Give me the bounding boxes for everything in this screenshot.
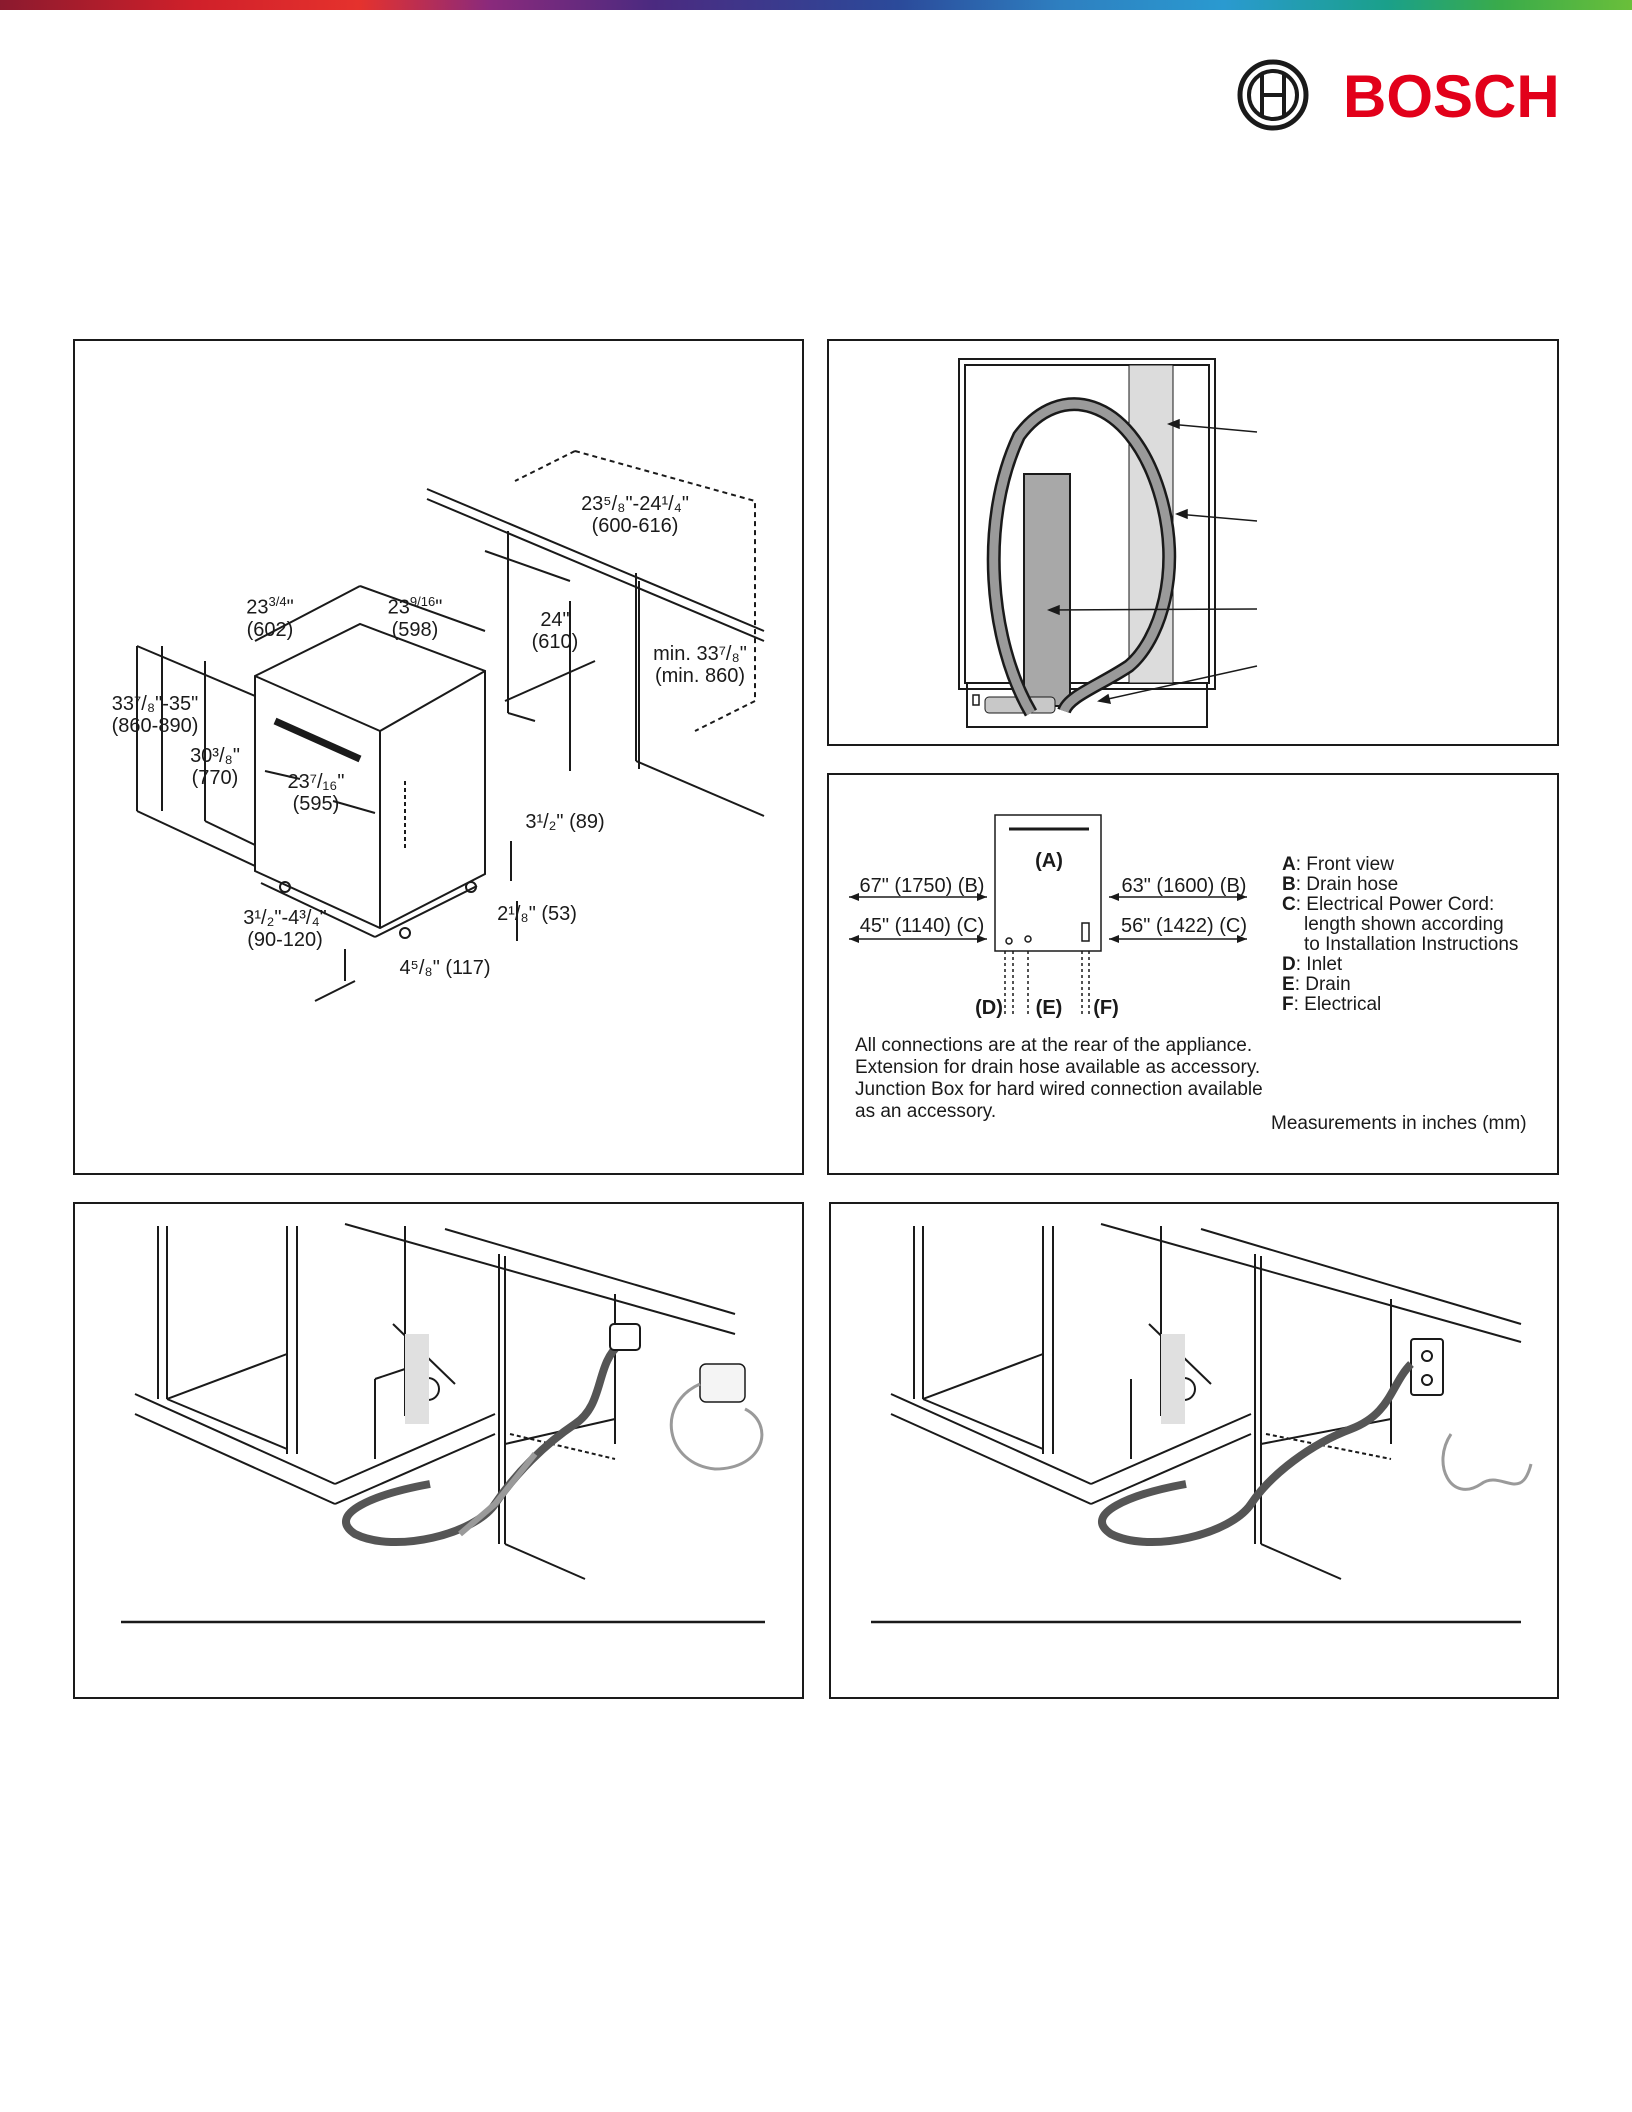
total-height-label: 33⁷/₈"-35" (860-890)	[95, 693, 215, 737]
connection-note: Junction Box for hard wired connection a…	[855, 1079, 1263, 1100]
installation-drawing-left	[121, 1223, 765, 1624]
depth-inner-label: 239/16" (598)	[387, 594, 443, 641]
legend-item: D: Inlet	[1282, 955, 1342, 975]
right-drain-length: 63" (1600) (B)	[1121, 875, 1247, 897]
width-mm: (595)	[292, 793, 340, 815]
connection-note: All connections are at the rear of the a…	[855, 1035, 1253, 1056]
legend-item: to Installation Instructions	[1304, 935, 1518, 955]
front-view-marker: (A)	[1035, 850, 1063, 872]
depth-outer-whole: 23	[246, 596, 269, 619]
depth-inner-whole: 23	[387, 596, 410, 619]
depth-outer-frac: 3/4	[268, 594, 287, 609]
leg-setback-value: 4⁵/₈" (117)	[399, 957, 491, 979]
niche-depth-value: 23⁵/₈"-24¹/₄"	[581, 493, 689, 515]
legend-text: length shown according	[1304, 914, 1504, 935]
legend-item: F: Electrical	[1282, 995, 1381, 1015]
installation-panel-left	[73, 1202, 804, 1699]
installation-panel-right	[829, 1202, 1559, 1699]
toe-height-label: 3¹/₂" (89)	[505, 811, 625, 833]
legend-key: B	[1282, 874, 1296, 895]
connections-diagram	[849, 814, 1247, 1015]
legend-item: length shown according	[1304, 915, 1504, 935]
niche-height-value: min. 33⁷/₈"	[653, 643, 747, 665]
toe-depth-value: 2¹/₈" (53)	[497, 903, 577, 925]
leg-range-value: 3¹/₂"-4³/₄"	[243, 907, 327, 929]
legend-text: to Installation Instructions	[1304, 934, 1519, 955]
niche-depth-label: 23⁵/₈"-24¹/₄" (600-616)	[555, 493, 715, 537]
body-height-label: 30³/₈" (770)	[175, 745, 255, 789]
total-height-mm: (860-890)	[111, 715, 199, 737]
legend-key: D	[1282, 954, 1296, 975]
leg-range-label: 3¹/₂"-4³/₄" (90-120)	[225, 907, 345, 951]
total-height-value: 33⁷/₈"-35"	[111, 693, 199, 715]
depth-outer-label: 233/4" (602)	[246, 594, 294, 641]
width-label: 23⁷/₁₆" (595)	[271, 771, 361, 815]
connection-note: as an accessory.	[855, 1101, 997, 1122]
left-drain-length: 67" (1750) (B)	[859, 875, 985, 897]
legend-text: : Drain	[1294, 974, 1351, 995]
legend-text: : Electrical	[1293, 994, 1382, 1015]
legend-text: : Inlet	[1295, 954, 1343, 975]
niche-height-mm: (min. 860)	[654, 665, 746, 687]
legend-item: B: Drain hose	[1282, 875, 1398, 895]
toe-depth-label: 2¹/₈" (53)	[477, 903, 597, 925]
toe-height-value: 3¹/₂" (89)	[525, 811, 605, 833]
niche-width-label: 24" (610)	[515, 609, 595, 653]
legend-item: E: Drain	[1282, 975, 1351, 995]
installation-drawing-right	[871, 1223, 1533, 1624]
brand-color-bar	[0, 0, 1632, 10]
connection-note: Extension for drain hose available as ac…	[855, 1057, 1261, 1078]
bosch-logo: BOSCH	[1236, 58, 1562, 134]
inlet-marker: (D)	[975, 997, 1003, 1019]
legend-text: : Electrical Power Cord:	[1295, 894, 1495, 915]
niche-height-label: min. 33⁷/₈" (min. 860)	[635, 643, 765, 687]
rear-view-panel	[827, 339, 1559, 746]
legend-key: F	[1282, 994, 1294, 1015]
leg-range-mm: (90-120)	[247, 929, 323, 951]
depth-inner-frac: 9/16	[409, 594, 436, 609]
niche-width-mm: (610)	[531, 631, 579, 653]
leg-setback-label: 4⁵/₈" (117)	[385, 957, 505, 979]
left-cord-length: 45" (1140) (C)	[859, 915, 985, 937]
depth-outer-mm: (602)	[246, 618, 294, 641]
bosch-armature-icon	[1237, 59, 1309, 131]
legend-text: : Front view	[1295, 854, 1394, 875]
legend-key: C	[1282, 894, 1296, 915]
drain-marker: (E)	[1035, 997, 1063, 1019]
connections-panel: (A) 67" (1750) (B) 45" (1140) (C) 63" (1…	[827, 773, 1559, 1175]
body-height-mm: (770)	[191, 767, 239, 789]
legend-key: E	[1282, 974, 1295, 995]
niche-width-value: 24"	[540, 609, 570, 631]
legend-item: A: Front view	[1282, 855, 1394, 875]
niche-depth-mm: (600-616)	[591, 515, 679, 537]
legend-key: A	[1282, 854, 1296, 875]
width-value: 23⁷/₁₆"	[287, 771, 345, 793]
body-height-value: 30³/₈"	[190, 745, 240, 767]
legend-text: : Drain hose	[1295, 874, 1399, 895]
units-note: Measurements in inches (mm)	[1271, 1113, 1527, 1134]
rear-view-drawing	[958, 358, 1258, 728]
legend-item: C: Electrical Power Cord:	[1282, 895, 1494, 915]
dimensions-panel: 233/4" (602) 239/16" (598) 23⁵/₈"-24¹/₄"…	[73, 339, 804, 1175]
right-cord-length: 56" (1422) (C)	[1120, 915, 1248, 937]
electrical-marker: (F)	[1093, 997, 1119, 1019]
brand-wordmark: BOSCH	[1343, 63, 1560, 130]
depth-inner-mm: (598)	[391, 618, 439, 641]
dimensions-drawing	[136, 450, 765, 1002]
